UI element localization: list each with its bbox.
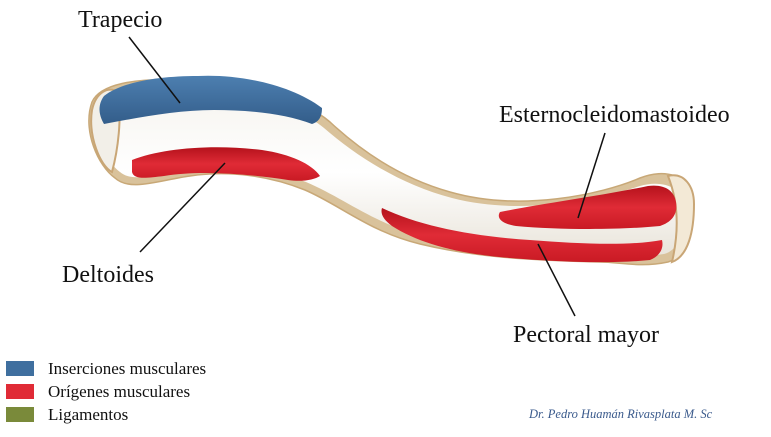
legend-item-origenes: Orígenes musculares <box>6 380 206 403</box>
trapecio-leader-line <box>128 36 181 104</box>
deltoides-label: Deltoides <box>62 262 154 288</box>
deltoides-origin-area <box>132 147 320 181</box>
legend: Inserciones musculares Orígenes muscular… <box>6 357 206 426</box>
pectoral-mayor-origin-area <box>381 208 663 263</box>
legend-label-inserciones: Inserciones musculares <box>48 358 207 378</box>
legend-item-inserciones: Inserciones musculares <box>6 357 206 380</box>
legend-label-origenes: Orígenes musculares <box>48 381 191 401</box>
esternocleidomastoideo-label: Esternocleidomastoideo <box>499 102 730 128</box>
pectoral-mayor-label: Pectoral mayor <box>513 322 659 348</box>
pectoral-mayor-leader-line <box>537 243 576 317</box>
legend-swatch-origenes <box>6 384 34 399</box>
legend-swatch-inserciones <box>6 361 34 376</box>
author-credit: Dr. Pedro Huamán Rivasplata M. Sc <box>529 407 713 421</box>
trapecio-label: Trapecio <box>78 7 163 33</box>
trapecio-insertion-area <box>99 75 322 124</box>
esternocleidomastoideo-leader-line <box>577 132 606 219</box>
deltoides-leader-line <box>139 162 226 253</box>
legend-swatch-ligamentos <box>6 407 34 422</box>
legend-item-ligamentos: Ligamentos <box>6 403 206 426</box>
legend-label-ligamentos: Ligamentos <box>48 404 129 424</box>
esternocleidomastoideo-origin-area <box>498 185 677 229</box>
